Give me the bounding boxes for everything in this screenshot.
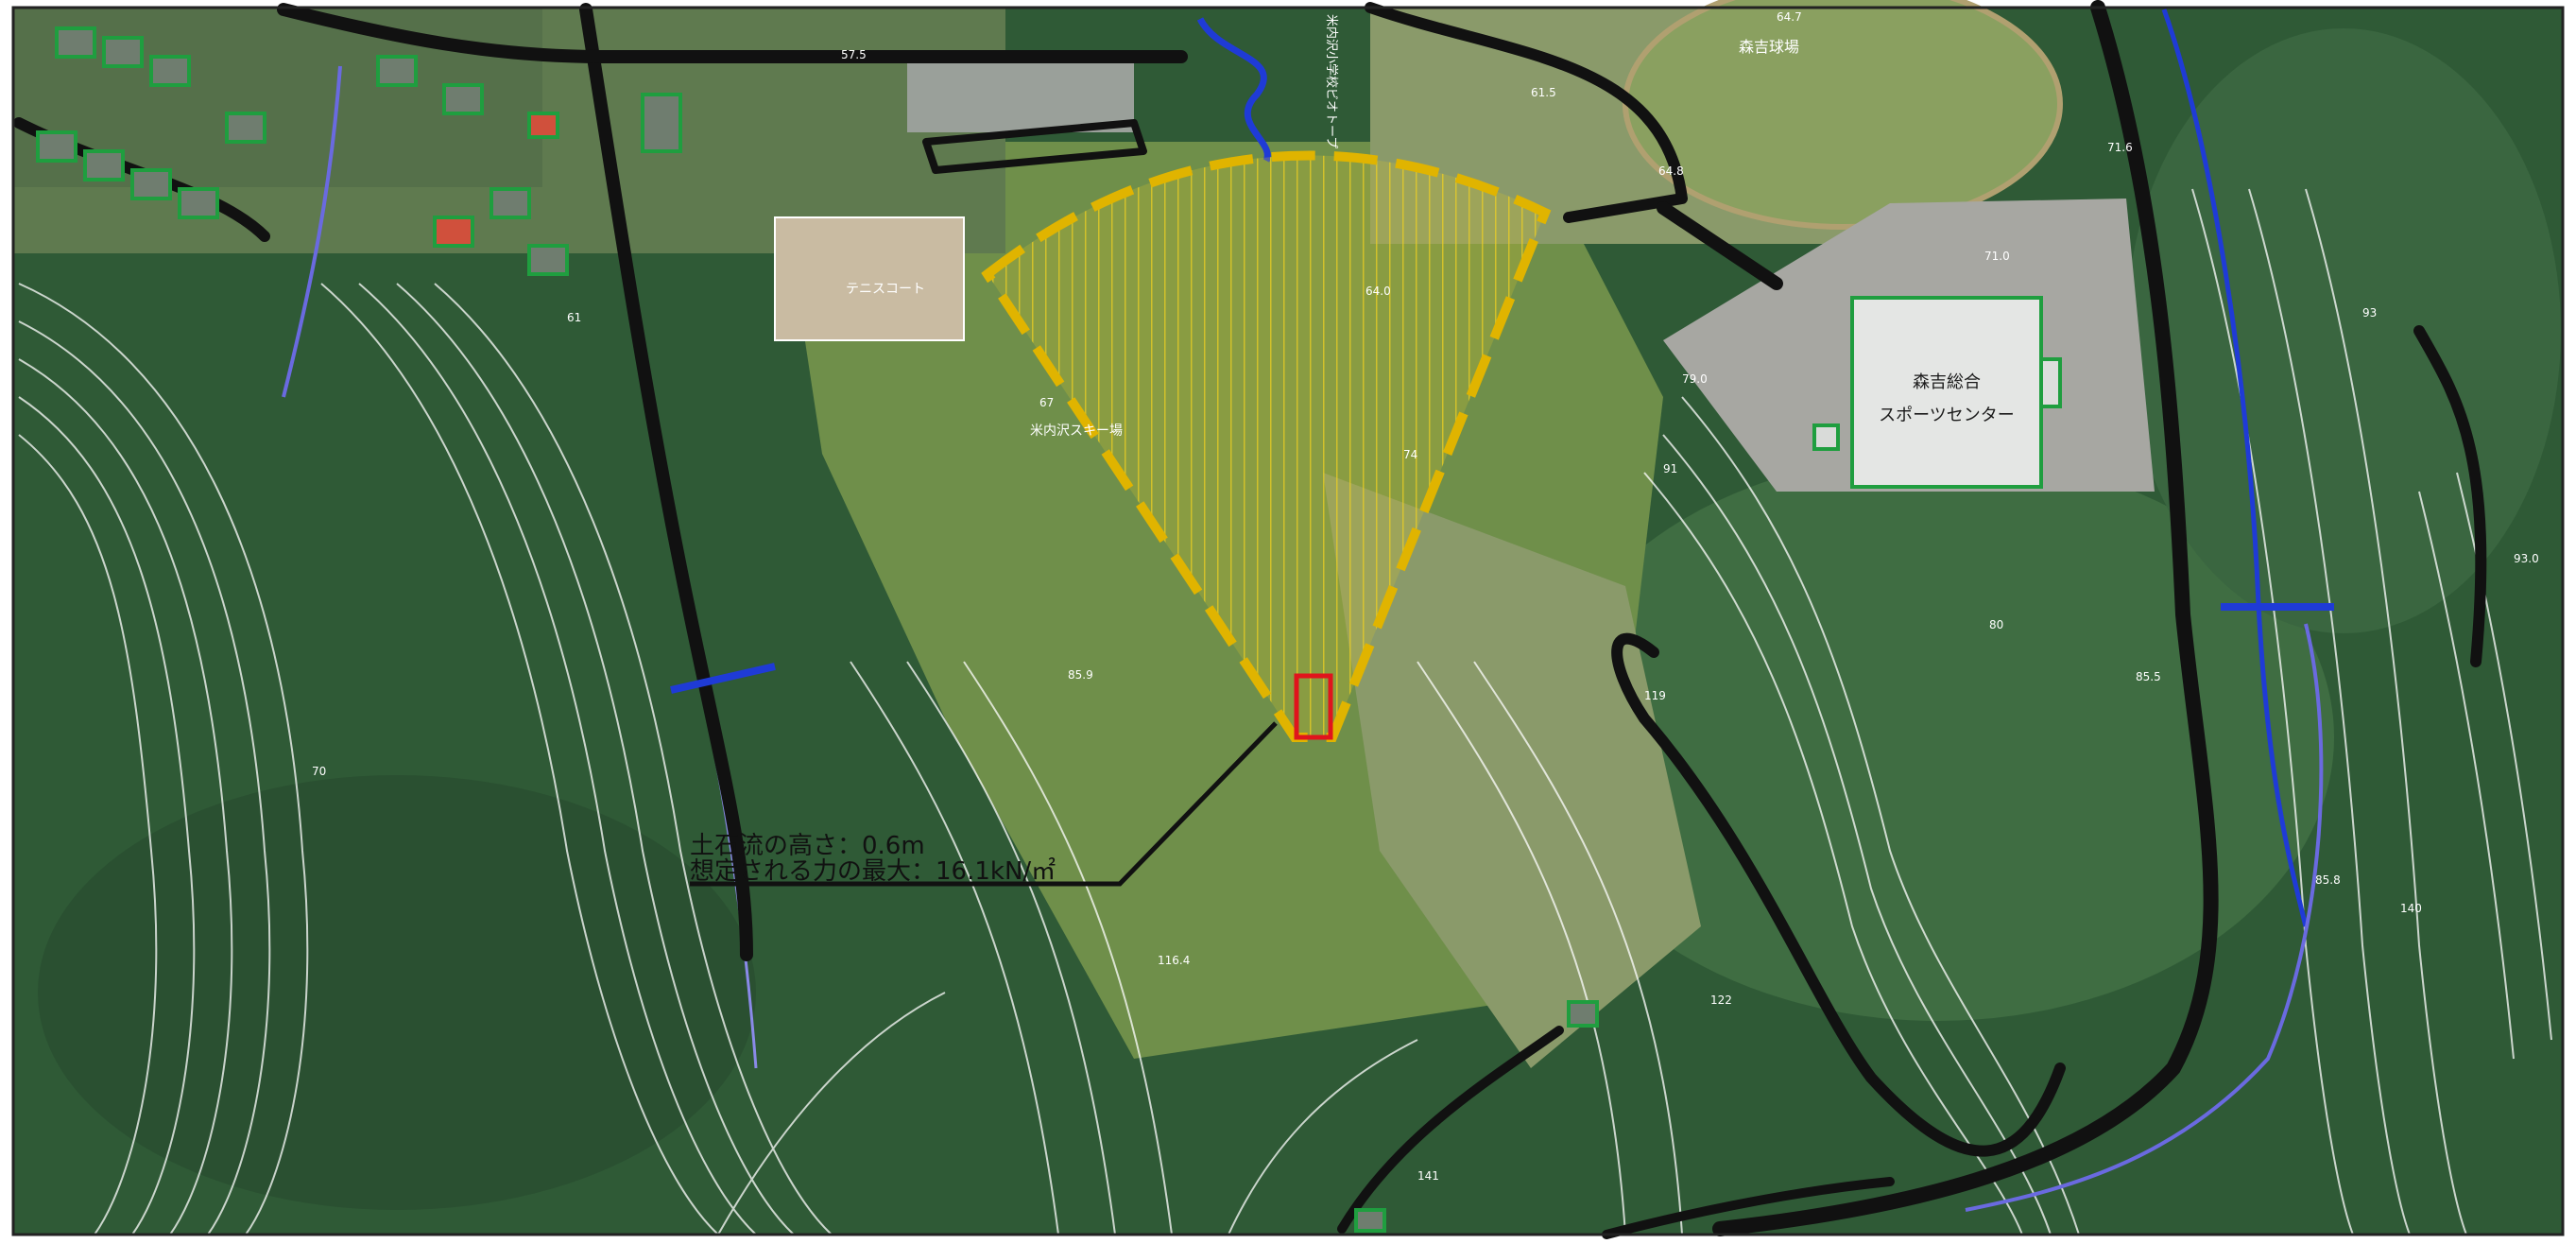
elev-label: 61.5 [1531,86,1556,99]
elev-label: 140 [2400,902,2422,915]
elev-label: 67 [1039,396,1054,409]
elev-label: 141 [1417,1169,1439,1183]
debris-flow-hazard-zone[interactable] [981,150,1552,742]
elev-label: 119 [1644,689,1666,702]
label-sports-center-2: スポーツセンター [1879,406,2015,425]
label-ski-area: 米内沢スキー場 [1030,423,1123,439]
elev-label: 85.9 [1068,668,1093,682]
elev-label: 93 [2362,306,2377,320]
elev-label: 80 [1989,618,2003,631]
elevation-labels: 64.7 57.5 61.5 64.0 71.6 71.0 64.8 67 74… [312,10,2539,1183]
elev-label: 71.0 [1984,250,2010,263]
elev-label: 70 [312,765,326,778]
elev-label: 64.7 [1777,10,1802,24]
debris-flow-source-marker[interactable] [1294,673,1333,740]
elev-label: 57.5 [841,48,867,61]
elev-label: 71.6 [2107,141,2133,154]
culvert-markers [670,603,2334,694]
elev-label: 85.5 [2136,670,2161,683]
map-frame [11,6,2565,1236]
roads [13,0,2487,1239]
elev-label: 64.0 [1365,285,1391,298]
elev-label: 116.4 [1158,954,1190,967]
annotation-max-force: 想定される力の最大：16.1kN/㎡ [690,857,1056,886]
label-tennis-court: テニスコート [846,282,925,297]
elev-label: 64.8 [1658,164,1684,178]
elev-label: 91 [1663,462,1677,475]
contour-lines [18,188,2552,1235]
elev-label: 61 [567,311,581,324]
elev-label: 79.0 [1682,372,1708,386]
label-school-biotope: 米内沢小学校ビオトープ [1324,14,1339,148]
buildings [36,26,2062,1233]
elev-label: 93.0 [2514,552,2539,565]
elev-label: 122 [1710,993,1732,1007]
label-sports-center-1: 森吉総合 [1913,372,1981,392]
elev-label: 85.8 [2315,873,2341,887]
annotation-leader-line [690,721,1278,887]
place-labels: 森吉総合 スポーツセンター 森吉球場 テニスコート 米内沢スキー場 米内沢小学校… [846,14,2015,439]
elev-label: 74 [1403,448,1417,461]
label-baseball-field: 森吉球場 [1739,38,1799,56]
annotation-flow-height: 土石流の高さ：0.6m [690,832,925,860]
